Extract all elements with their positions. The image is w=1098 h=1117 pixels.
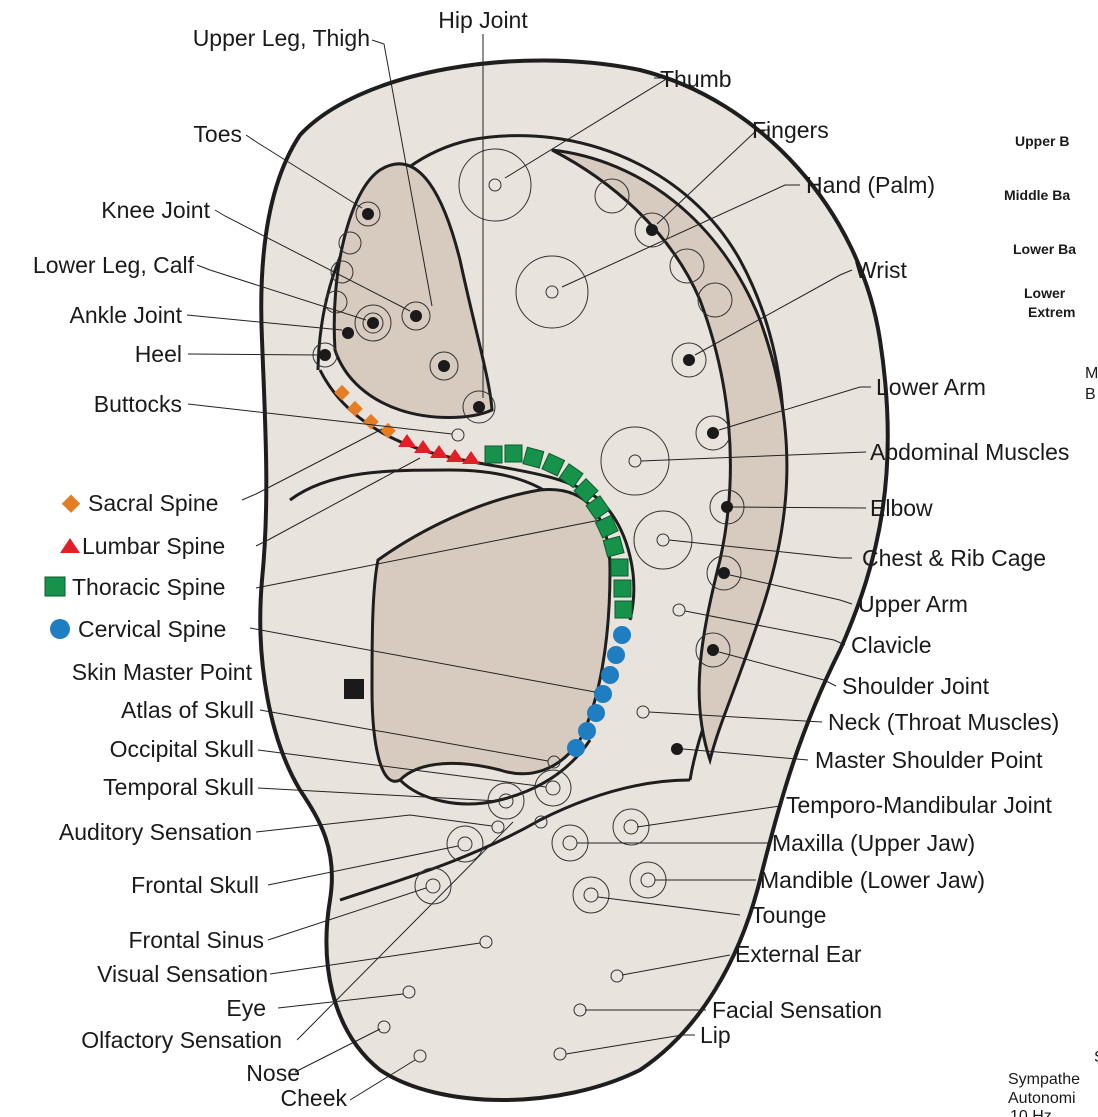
lumbar-legend-icon [60,538,80,553]
label-knee-joint: Knee Joint [101,197,210,223]
label-lip: Lip [700,1022,731,1048]
label-heel: Heel [135,341,182,367]
label-abdominal-muscles: Abdominal Muscles [870,439,1069,465]
thoracic-legend-icon [45,577,65,596]
side-lower-ba: Lower Ba [1013,241,1076,257]
point-knee [410,310,422,322]
point-lower-leg [367,317,379,329]
side-m: M [1085,365,1098,382]
label-visual-sensation: Visual Sensation [97,961,268,987]
point-shoulder [707,644,719,656]
label-olfactory-sensation: Olfactory Sensation [81,1027,282,1053]
cervical-legend-label: Cervical Spine [78,616,226,642]
cervical-marker [594,685,612,703]
point-upper-arm [718,567,730,579]
point-master-shoulder [671,743,683,755]
label-cheek: Cheek [281,1085,348,1111]
label-lower-arm: Lower Arm [876,374,986,400]
sacral-legend-label: Sacral Spine [88,490,218,516]
point-toes [362,208,374,220]
thoracic-marker [523,447,544,468]
side-b: B [1085,386,1096,403]
label-elbow: Elbow [870,495,933,521]
label-atlas-of-skull: Atlas of Skull [121,697,254,723]
label-temporal-skull: Temporal Skull [103,774,254,800]
cervical-legend-icon [50,619,70,639]
side-lower: Lower [1024,285,1066,301]
point-heel [319,349,331,361]
side-sympathe: Sympathe [1008,1071,1080,1088]
label-clavicle: Clavicle [851,632,932,658]
side-extrem: Extrem [1028,304,1075,320]
label-ankle-joint: Ankle Joint [69,302,182,328]
label-frontal-sinus: Frontal Sinus [128,927,264,953]
sacral-legend-icon [62,495,80,513]
thoracic-marker [485,446,502,463]
label-upper-arm: Upper Arm [858,591,968,617]
side-hz: 10 Hz [1010,1108,1052,1117]
label-external-ear: External Ear [735,941,862,967]
point-fingers [646,224,658,236]
label-chest-rib-cage: Chest & Rib Cage [862,545,1046,571]
label-shoulder-joint: Shoulder Joint [842,673,990,699]
cervical-marker [613,626,631,644]
cervical-marker [587,704,605,722]
cervical-marker [567,739,585,757]
label-fingers: Fingers [752,117,829,143]
label-facial-sensation: Facial Sensation [712,997,882,1023]
point-hip [473,401,485,413]
point-wrist [683,354,695,366]
label-lower-leg-calf: Lower Leg, Calf [33,252,195,278]
thoracic-marker [615,601,632,618]
thoracic-marker [603,536,624,557]
label-tounge: Tounge [751,902,826,928]
label-buttocks: Buttocks [94,391,182,417]
cervical-marker [607,646,625,664]
label-hand-palm: Hand (Palm) [806,172,935,198]
point-upper-leg [438,360,450,372]
label-toes: Toes [193,121,242,147]
point-skin-master [344,679,364,699]
label-occipital-skull: Occipital Skull [110,736,254,762]
label-auditory-sensation: Auditory Sensation [59,819,252,845]
label-mandible: Mandible (Lower Jaw) [760,867,985,893]
label-upper-leg-thigh: Upper Leg, Thigh [193,25,370,51]
thoracic-marker [611,559,628,576]
label-hip-joint: Hip Joint [438,7,528,33]
lumbar-legend-label: Lumbar Spine [82,533,225,559]
thoracic-marker [614,580,631,597]
cervical-marker [578,722,596,740]
cervical-marker [601,666,619,684]
point-elbow [721,501,733,513]
side-upper-b: Upper B [1015,133,1069,149]
side-middle-ba: Middle Ba [1004,187,1070,203]
thoracic-legend-label: Thoracic Spine [72,574,225,600]
label-thumb: Thumb [660,66,732,92]
label-frontal-skull: Frontal Skull [131,872,259,898]
point-ankle [342,327,354,339]
label-wrist: Wrist [855,257,908,283]
label-master-shoulder-point: Master Shoulder Point [815,747,1043,773]
label-skin-master-point: Skin Master Point [72,659,253,685]
label-neck-throat-muscles: Neck (Throat Muscles) [828,709,1059,735]
side-s: S [1094,1049,1098,1066]
spine-legend: Sacral Spine Lumbar Spine Thoracic Spine… [45,490,226,642]
thoracic-marker [505,445,522,462]
side-autonomi: Autonomi [1008,1090,1076,1107]
label-maxilla: Maxilla (Upper Jaw) [772,830,975,856]
label-nose: Nose [246,1060,300,1086]
point-lower-arm [707,427,719,439]
label-temporo-mandibular-joint: Temporo-Mandibular Joint [786,792,1053,818]
side-notes: Upper B Middle Ba Lower Ba Lower Extrem … [1004,133,1098,1117]
label-eye: Eye [226,995,266,1021]
